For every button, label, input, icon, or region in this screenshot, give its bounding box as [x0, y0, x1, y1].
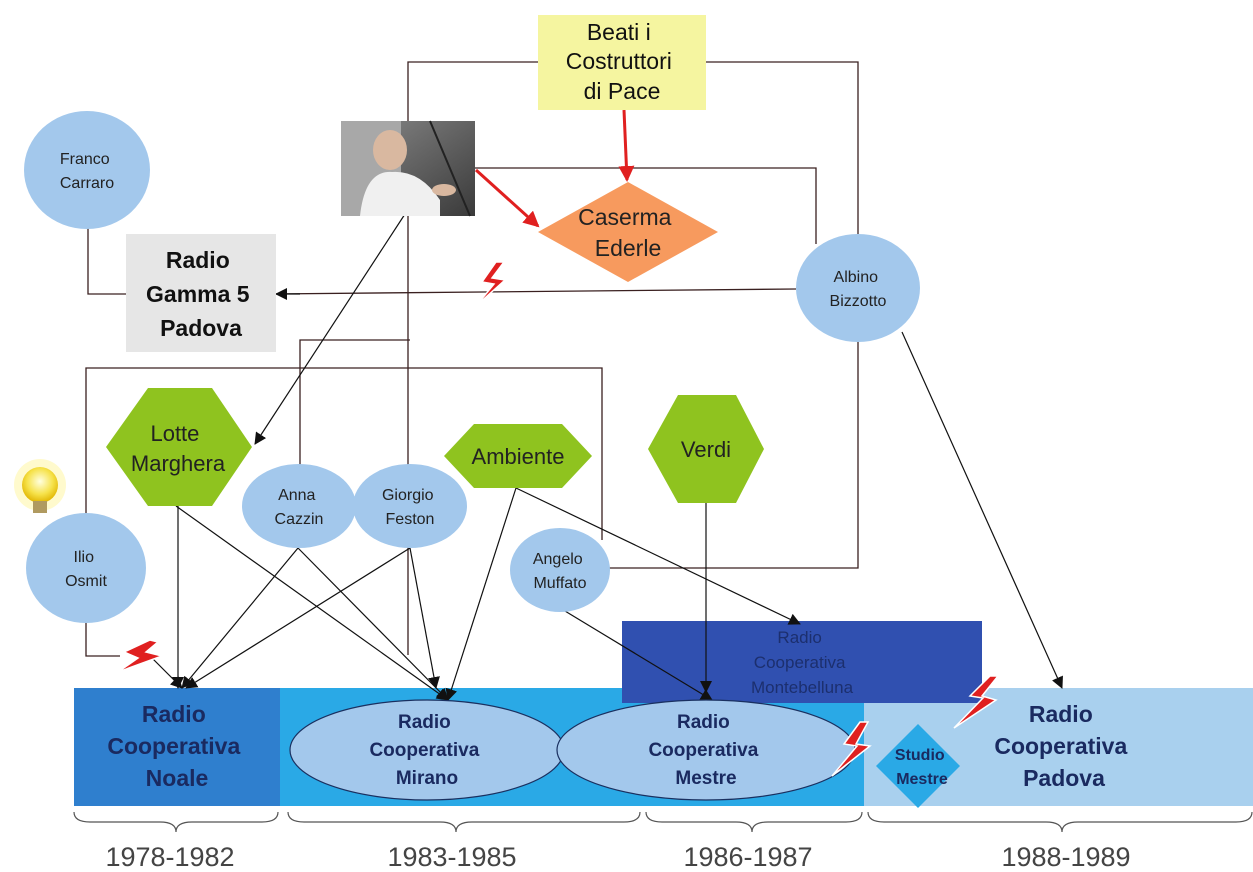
svg-text:Beati i Costruttori: Beati i Costruttori di Pace: [566, 19, 678, 104]
svg-text:Franco Carraro: Franco Carraro: [60, 151, 114, 192]
year-1978-1982: 1978-1982: [105, 842, 234, 872]
svg-text:Radio Cooperativa: Radio Cooperativa Mirano: [369, 712, 484, 789]
timeline-years: 1978-1982 1983-1985 1986-1987 1988-1989: [105, 842, 1130, 872]
svg-text:Ambiente: Ambiente: [472, 444, 565, 469]
svg-text:Caserma Ederle: Caserma Ederle: [578, 204, 678, 261]
svg-text:Albino Bizzotto: Albino Bizzotto: [830, 269, 887, 310]
year-1986-1987: 1986-1987: [683, 842, 812, 872]
svg-text:Studio Mestre: Studio Mestre: [895, 747, 949, 788]
anna-cazzin-node: Anna Cazzin: [242, 464, 356, 548]
studio-mestre-node: Studio Mestre: [876, 724, 960, 808]
svg-text:Anna Cazzin: Anna Cazzin: [275, 487, 324, 528]
montebelluna-box: [622, 621, 982, 703]
angelo-muffato-node: Angelo Muffato: [510, 528, 610, 612]
giorgio-feston-node: Giorgio Feston: [353, 464, 467, 548]
beati-costruttori-box: Beati i Costruttori di Pace: [538, 15, 706, 110]
mirano-node: Radio Cooperativa Mirano: [289, 699, 565, 801]
ilio-osmit-node: Ilio Osmit: [26, 513, 146, 623]
padova-label: Radio Cooperativa Padova: [994, 701, 1133, 791]
portrait-photo-icon: [341, 120, 475, 217]
albino-bizzotto-node: Albino Bizzotto: [796, 234, 920, 342]
svg-text:Radio Gamma 5 Pado: Radio Gamma 5 Padova: [146, 247, 256, 341]
noale-band: [74, 688, 280, 806]
noale-label: Radio Cooperativa Noale: [107, 701, 246, 791]
red-arrows: [474, 109, 635, 228]
year-1988-1989: 1988-1989: [1001, 842, 1130, 872]
svg-text:Verdi: Verdi: [681, 437, 731, 462]
svg-text:Giorgio Feston: Giorgio Feston: [382, 487, 438, 528]
verdi-node: Verdi: [648, 395, 764, 503]
svg-text:Ilio Osmit: Ilio Osmit: [65, 549, 107, 590]
svg-text:Radio Cooperativa: Radio Cooperativa Mestre: [648, 712, 763, 789]
radio-gamma-5-box: Radio Gamma 5 Padova: [126, 234, 276, 352]
franco-carraro-node: Franco Carraro: [24, 111, 150, 229]
caserma-ederle-node: Caserma Ederle: [538, 182, 718, 282]
lightbulb-icon: [14, 459, 66, 513]
mestre-node: Radio Cooperativa Mestre: [556, 699, 856, 801]
lightning-icon: [117, 261, 1000, 777]
montebelluna-label: Radio Cooperativa Montebelluna: [751, 628, 854, 697]
black-arrows: [149, 213, 1063, 701]
svg-text:Lotte Marghera: Lotte Marghera: [131, 421, 226, 476]
lotte-marghera-node: Lotte Marghera: [106, 388, 252, 506]
svg-text:Angelo Muffato: Angelo Muffato: [533, 551, 587, 592]
ambiente-node: Ambiente: [444, 424, 592, 488]
timeline-braces: [73, 811, 1253, 833]
year-1983-1985: 1983-1985: [387, 842, 516, 872]
